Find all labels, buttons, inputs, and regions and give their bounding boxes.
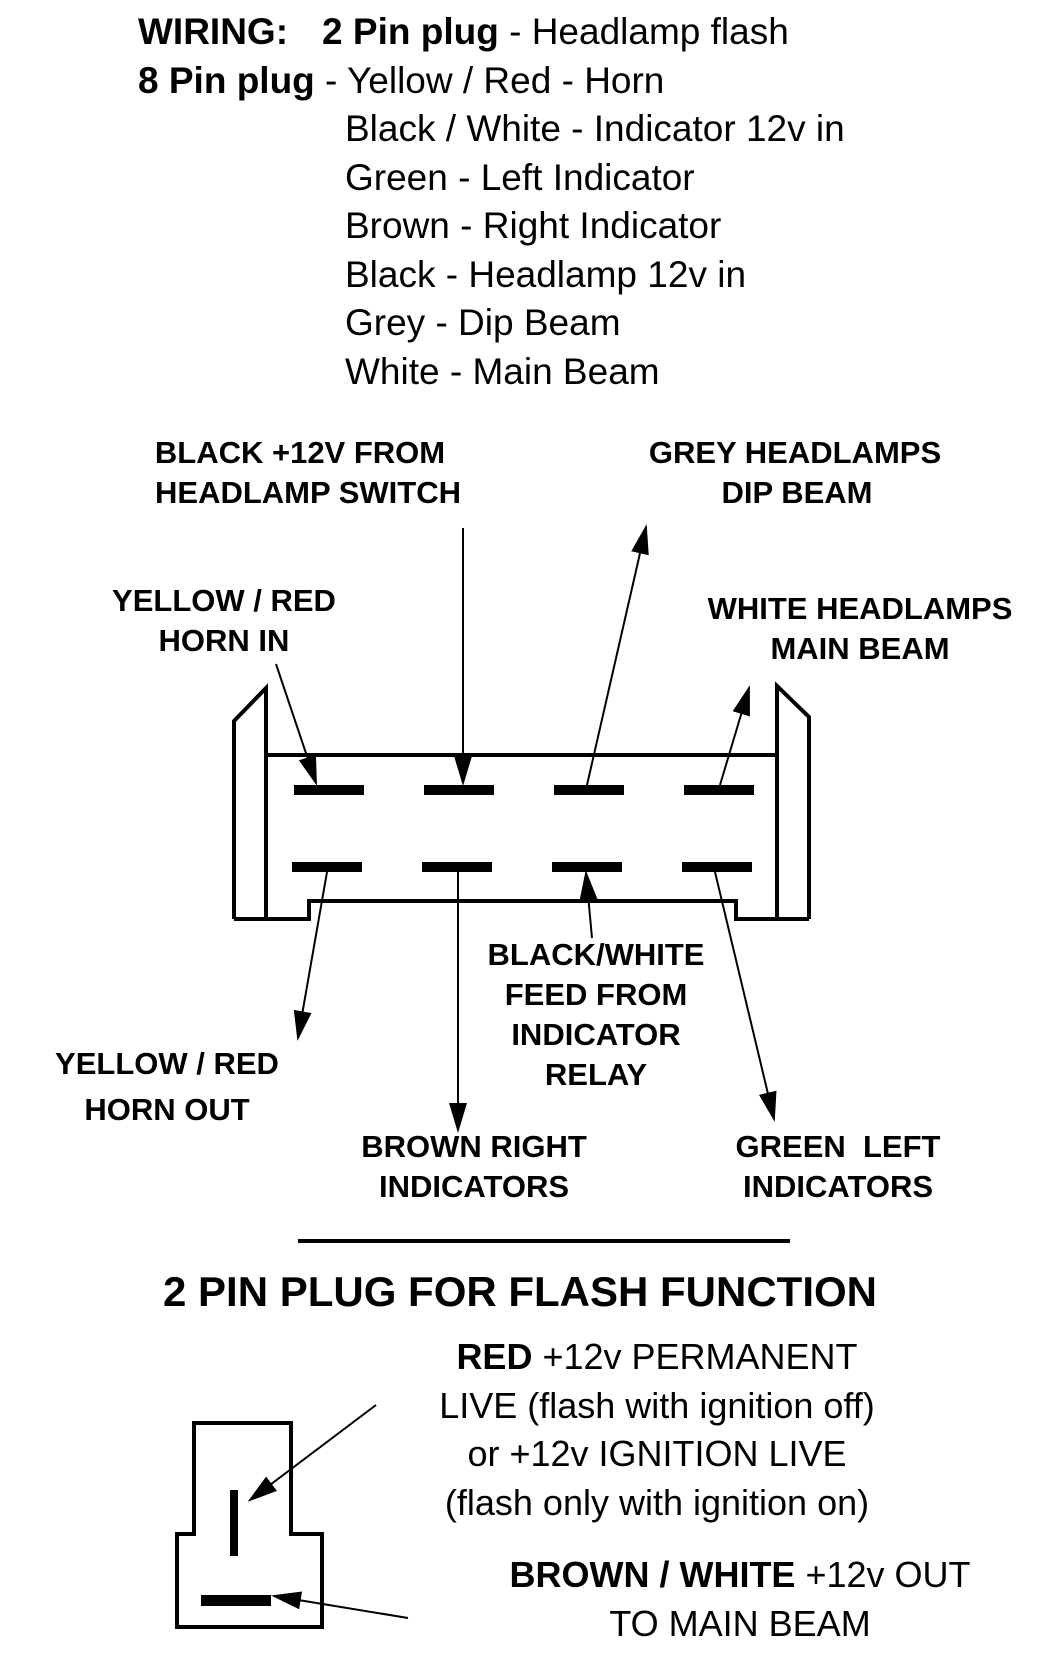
red-line3: or +12v IGNITION LIVE — [467, 1433, 846, 1474]
eight-pin-labels: BLACK +12V FROM HEADLAMP SWITCH GREY HEA… — [55, 435, 1012, 1204]
arrow-white-main — [719, 685, 750, 786]
label-grey-dip-line2: DIP BEAM — [721, 475, 872, 510]
legend-prefix: WIRING: — [138, 11, 288, 52]
pin-grey-dip — [554, 785, 624, 795]
legend-line: White - Main Beam — [345, 351, 660, 392]
pin-brown-right — [422, 862, 492, 872]
pin-bw-feed — [552, 862, 622, 872]
connector-left-latch — [232, 683, 268, 919]
label-green-left-line2: INDICATORS — [743, 1169, 933, 1204]
legend-line: Black / White - Indicator 12v in — [345, 108, 845, 149]
label-horn-out-line1: YELLOW / RED — [55, 1046, 279, 1081]
label-brown-right-line2: INDICATORS — [379, 1169, 569, 1204]
pin-white-main — [684, 785, 754, 795]
legend-line: Grey - Dip Beam — [345, 302, 621, 343]
label-horn-in-line2: HORN IN — [159, 623, 290, 658]
label-horn-in-line1: YELLOW / RED — [112, 583, 336, 618]
label-bw-feed-line1: BLACK/WHITE — [488, 937, 705, 972]
arrow-horn-in — [275, 663, 317, 786]
red-line1-rest: +12v PERMANENT — [532, 1336, 857, 1377]
two-pin-red-description: RED +12v PERMANENT LIVE (flash with igni… — [439, 1336, 875, 1523]
connector-right-latch — [775, 681, 811, 919]
arrow-red — [247, 1404, 377, 1502]
label-bw-feed-line4: RELAY — [545, 1057, 648, 1092]
brown-white-line2: TO MAIN BEAM — [609, 1603, 870, 1644]
brown-white-line1: BROWN / WHITE +12v OUT — [509, 1554, 970, 1595]
red-line1: RED +12v PERMANENT — [456, 1336, 857, 1377]
red-bold: RED — [456, 1336, 532, 1377]
eight-pin-terminals — [292, 785, 754, 872]
label-brown-right-line1: BROWN RIGHT — [361, 1129, 587, 1164]
two-pin-body — [175, 1421, 324, 1629]
pin-black-feed — [424, 785, 494, 795]
legend-two-pin-bold: 2 Pin plug — [322, 11, 499, 52]
two-pin-connector — [175, 1404, 409, 1629]
wiring-legend: WIRING: 2 Pin plug - Headlamp flash 8 Pin… — [138, 11, 845, 392]
legend-line-two-pin: WIRING: 2 Pin plug - Headlamp flash — [138, 11, 789, 52]
label-green-left-line1: GREEN LEFT — [736, 1129, 941, 1164]
arrow-horn-out — [293, 871, 328, 1041]
red-line4: (flash only with ignition on) — [445, 1482, 869, 1523]
connector-bottom-rail — [234, 899, 809, 921]
pin-brown-white-horizontal — [201, 1595, 271, 1606]
pin-red-vertical — [230, 1490, 238, 1556]
arrow-grey-dip — [586, 524, 649, 786]
red-line2: LIVE (flash with ignition off) — [439, 1385, 875, 1426]
brown-white-bold: BROWN / WHITE — [509, 1554, 795, 1595]
legend-eight-pin-bold: 8 Pin plug — [138, 60, 315, 101]
label-bw-feed-line3: INDICATOR — [511, 1017, 680, 1052]
label-bw-feed-line2: FEED FROM — [505, 977, 688, 1012]
legend-line: Black - Headlamp 12v in — [345, 254, 746, 295]
label-white-main-line1: WHITE HEADLAMPS — [708, 591, 1013, 626]
eight-pin-arrows — [275, 524, 777, 1133]
pin-horn-in — [294, 785, 364, 795]
arrow-bw-feed — [579, 870, 598, 939]
two-pin-brown-white-description: BROWN / WHITE +12v OUT TO MAIN BEAM — [509, 1554, 970, 1644]
arrow-green-left — [714, 871, 777, 1122]
two-pin-title: 2 PIN PLUG FOR FLASH FUNCTION — [163, 1268, 877, 1315]
legend-eight-pin-rest: - Yellow / Red - Horn — [315, 60, 665, 101]
legend-line: Green - Left Indicator — [345, 157, 695, 198]
label-black-feed-line1: BLACK +12V FROM — [155, 435, 445, 470]
legend-line: Brown - Right Indicator — [345, 205, 721, 246]
legend-two-pin-rest: - Headlamp flash — [499, 11, 789, 52]
pin-horn-out — [292, 862, 362, 872]
eight-pin-connector — [232, 681, 811, 921]
brown-white-line1-rest: +12v OUT — [795, 1554, 970, 1595]
legend-line-eight-pin: 8 Pin plug - Yellow / Red - Horn — [138, 60, 664, 101]
label-grey-dip-line1: GREY HEADLAMPS — [649, 435, 941, 470]
label-black-feed-line2: HEADLAMP SWITCH — [155, 475, 461, 510]
label-horn-out-line2: HORN OUT — [84, 1092, 249, 1127]
pin-green-left — [682, 862, 752, 872]
label-white-main-line2: MAIN BEAM — [770, 631, 949, 666]
arrow-brown-white — [271, 1591, 409, 1619]
